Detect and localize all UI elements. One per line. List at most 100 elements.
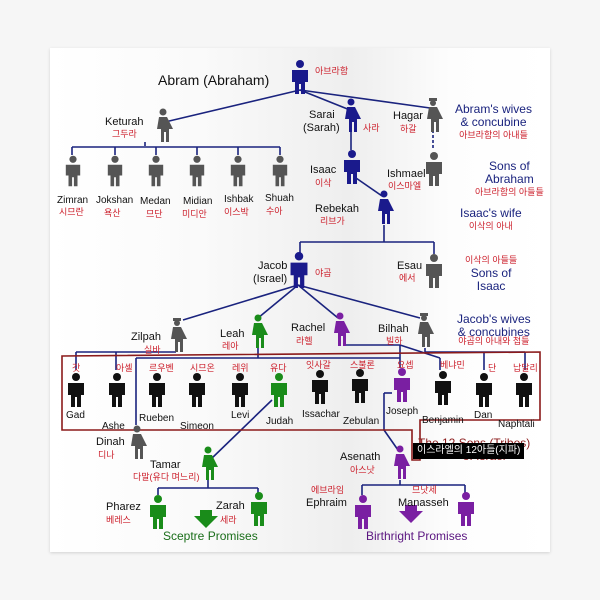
dinah-name: Dinah [96, 436, 125, 448]
male-figure-icon [232, 373, 248, 407]
tribe-kr: 시므온 [190, 363, 215, 373]
rachel-kr: 라헬 [296, 336, 313, 346]
zarah-kr: 세라 [220, 515, 237, 525]
female-figure-icon [345, 98, 361, 132]
female-figure-icon [427, 98, 443, 132]
female-figure-icon [418, 313, 434, 347]
tribe-name: Rueben [139, 413, 175, 424]
male-figure-icon [150, 495, 166, 529]
tribe-name: Simeon [180, 421, 214, 432]
tribe-name: Judah [266, 416, 294, 427]
male-figure-icon [272, 155, 288, 187]
tribe-kr: 요셉 [397, 360, 414, 370]
abram-name: Abram (Abraham) [158, 72, 270, 88]
manasseh-name: Manasseh [398, 497, 449, 509]
son-kr: 욕산 [104, 208, 121, 218]
tribe-kr: 레위 [232, 363, 249, 373]
tribe-kr: 르우벤 [149, 363, 174, 373]
tamar-name: Tamar [150, 459, 181, 471]
son-name: Zimran [57, 195, 89, 206]
zarah-name: Zarah [216, 500, 245, 512]
male-figure-icon [107, 155, 123, 187]
male-figure-icon [394, 368, 410, 402]
keturah-name: Keturah [105, 116, 144, 128]
sarah-kr: 사라 [363, 123, 380, 133]
manasseh-kr: 므낫세 [412, 485, 437, 495]
son-name: Jokshan [96, 195, 134, 206]
tribe-kr: 갓 [72, 363, 81, 373]
female-figure-icon [131, 425, 147, 459]
tribe-name: Benjamin [422, 415, 464, 426]
female-figure-icon [378, 190, 394, 224]
tribe-name: Joseph [386, 406, 419, 417]
dinah-kr: 디나 [98, 450, 115, 460]
male-figure-icon [290, 252, 308, 288]
female-figure-icon [202, 446, 218, 480]
male-figure-icon [230, 155, 246, 187]
ephraim-kr: 에브라임 [311, 485, 345, 495]
male-figure-icon [251, 492, 267, 526]
son-kr: 시므란 [59, 207, 84, 217]
tribe-name: Issachar [302, 409, 340, 420]
male-figure-icon [292, 60, 308, 94]
bilhah-kr: 빌하 [386, 336, 403, 346]
male-figure-icon [312, 370, 328, 404]
rebekah-name: Rebekah [315, 203, 360, 215]
tribe-kr: 아셀 [116, 363, 133, 373]
hagar-name: Hagar [393, 110, 423, 122]
tribe-kr: 잇사갈 [306, 360, 331, 370]
male-figure-icon [149, 373, 165, 407]
son-kr: 수아 [266, 206, 283, 216]
male-figure-icon [65, 155, 81, 187]
ishmael-name: Ishmael [387, 168, 426, 180]
male-figure-icon [68, 373, 84, 407]
keturah-kr: 그두라 [112, 129, 137, 139]
son-kr: 므단 [146, 209, 163, 219]
bilhah-name: Bilhah [378, 323, 409, 335]
male-figure-icon [109, 373, 125, 407]
jacob-kr: 야곱 [315, 268, 332, 278]
female-figure-icon [252, 314, 268, 348]
note-abram-wives: Abram's wives & concubine 아브라함의 아내들 [455, 102, 532, 141]
male-figure-icon [516, 373, 532, 407]
male-figure-icon [426, 254, 442, 288]
female-figure-icon [157, 108, 173, 142]
female-figure-icon [334, 312, 350, 346]
note-sons-of-isaac: 이삭의 아들들 Sons of Isaac [465, 255, 518, 293]
note-isaac-wife: Isaac's wife 이삭의 아내 [460, 206, 522, 232]
note-sons-of-abraham: Sons of Abraham 아브라함의 아들들 [475, 159, 544, 198]
tribe-name: Gad [66, 410, 85, 421]
male-figure-icon [148, 155, 164, 187]
tribe-name: Dan [474, 410, 493, 421]
male-figure-icon [189, 373, 205, 407]
esau-name: Esau [397, 260, 423, 272]
esau-kr: 에서 [399, 273, 416, 283]
sarah-name2: (Sarah) [303, 122, 340, 134]
tribe-name: Zebulan [343, 416, 380, 427]
poster-background [50, 48, 550, 552]
tribe-kr: 단 [488, 363, 497, 373]
sarah-name: Sarai [309, 109, 335, 121]
pharez-name: Pharez [106, 501, 141, 513]
male-figure-icon [458, 492, 474, 526]
isaac-kr: 이삭 [315, 178, 332, 188]
male-figure-icon [189, 155, 205, 187]
asenath-name: Asenath [340, 451, 381, 463]
jacob-name: Jacob [258, 260, 288, 272]
son-kr: 미디안 [182, 209, 207, 219]
male-figure-icon [271, 373, 287, 407]
sceptre-promises-label: Sceptre Promises [163, 529, 258, 543]
note-jacob-wives: Jacob's wives & concubines 야곱의 아내와 첩들 [457, 312, 531, 347]
son-name: Ishbak [224, 194, 254, 205]
tribe-name: Levi [231, 410, 250, 421]
hagar-kr: 하갈 [400, 124, 417, 134]
leah-name: Leah [220, 328, 245, 340]
male-figure-icon [435, 371, 451, 405]
rachel-name: Rachel [291, 322, 326, 334]
tribe-kr: 베냐민 [440, 360, 465, 370]
tribe-name: Naphtali [498, 419, 535, 430]
jacob-name2: (Israel) [253, 273, 288, 285]
ishmael-kr: 이스마엘 [388, 181, 422, 191]
zilpah-name: Zilpah [131, 331, 161, 343]
